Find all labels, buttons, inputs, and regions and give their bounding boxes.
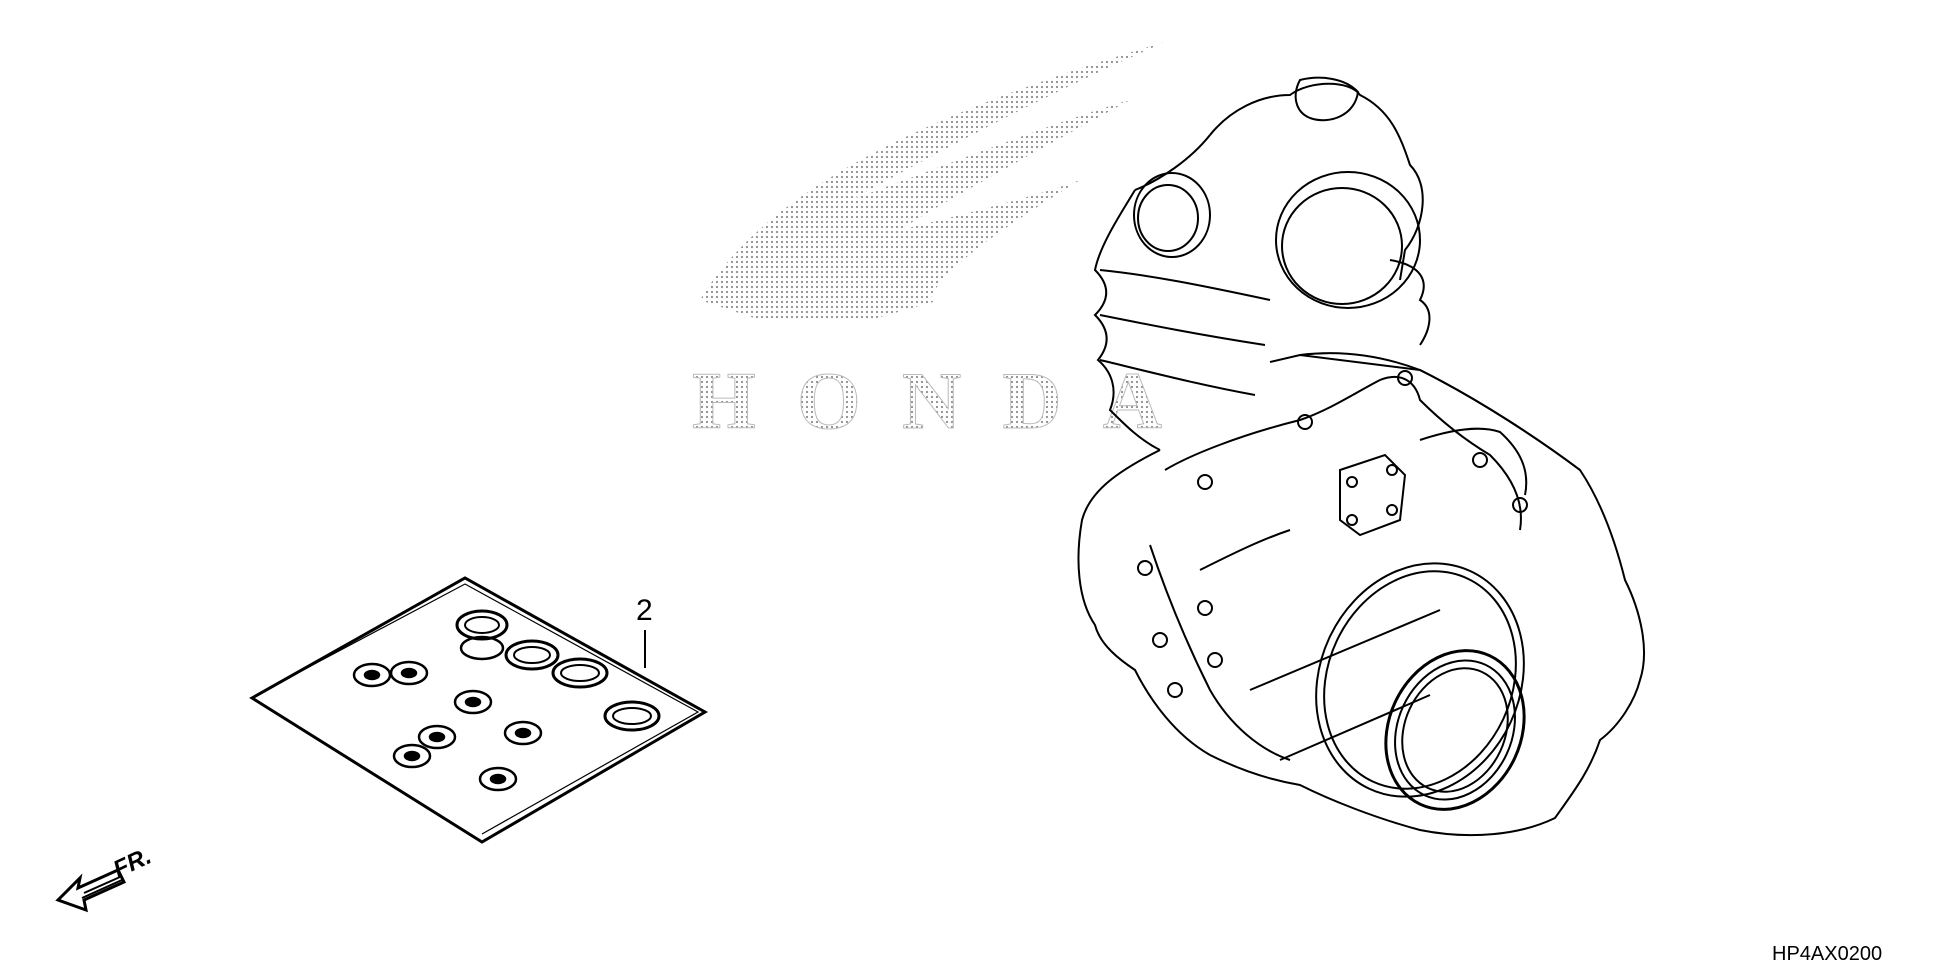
honda-wing-watermark <box>700 42 1165 320</box>
honda-logo-text: HONDA <box>692 355 1162 446</box>
front-direction-marker <box>55 868 127 913</box>
gasket-kit-drawing <box>249 576 709 844</box>
diagram-code: HP4AX0200 <box>1772 943 1882 965</box>
engine-drawing <box>1077 76 1646 837</box>
part-2-callout[interactable]: 2 <box>636 594 653 627</box>
